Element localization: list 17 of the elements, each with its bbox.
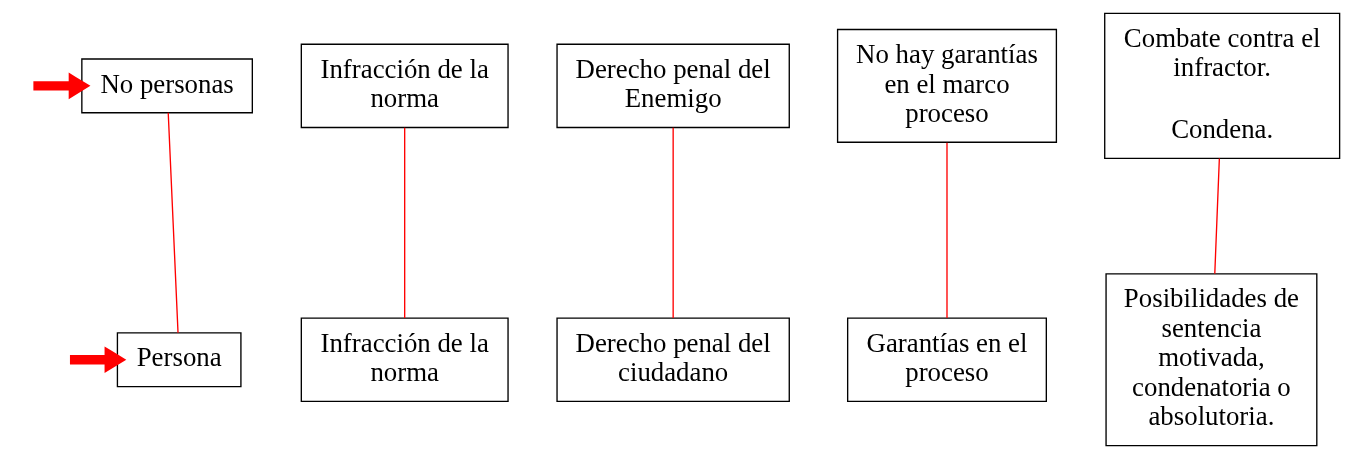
arrow xyxy=(69,346,126,373)
node-box: No hay garantías en el marco proceso xyxy=(836,28,1057,143)
node-box: Garantías en el proceso xyxy=(846,317,1047,402)
node-box: No personas xyxy=(80,58,253,114)
connector xyxy=(672,127,674,319)
connector xyxy=(403,127,405,319)
node-box: Derecho penal del ciudadano xyxy=(555,317,790,402)
connector xyxy=(167,112,179,334)
connector xyxy=(945,142,948,319)
node-box: Persona xyxy=(116,332,242,388)
node-box: Combate contra el infractor. Condena. xyxy=(1103,12,1340,160)
node-box: Posibilidades de sentencia motivada, condenatoria o absolutoria. xyxy=(1104,273,1317,447)
connector xyxy=(1213,157,1220,275)
node-box: Infracción de la norma xyxy=(300,317,509,402)
node-box: Infracción de la norma xyxy=(300,43,509,129)
node-box: Derecho penal del Enemigo xyxy=(555,43,790,129)
arrow xyxy=(32,72,90,100)
